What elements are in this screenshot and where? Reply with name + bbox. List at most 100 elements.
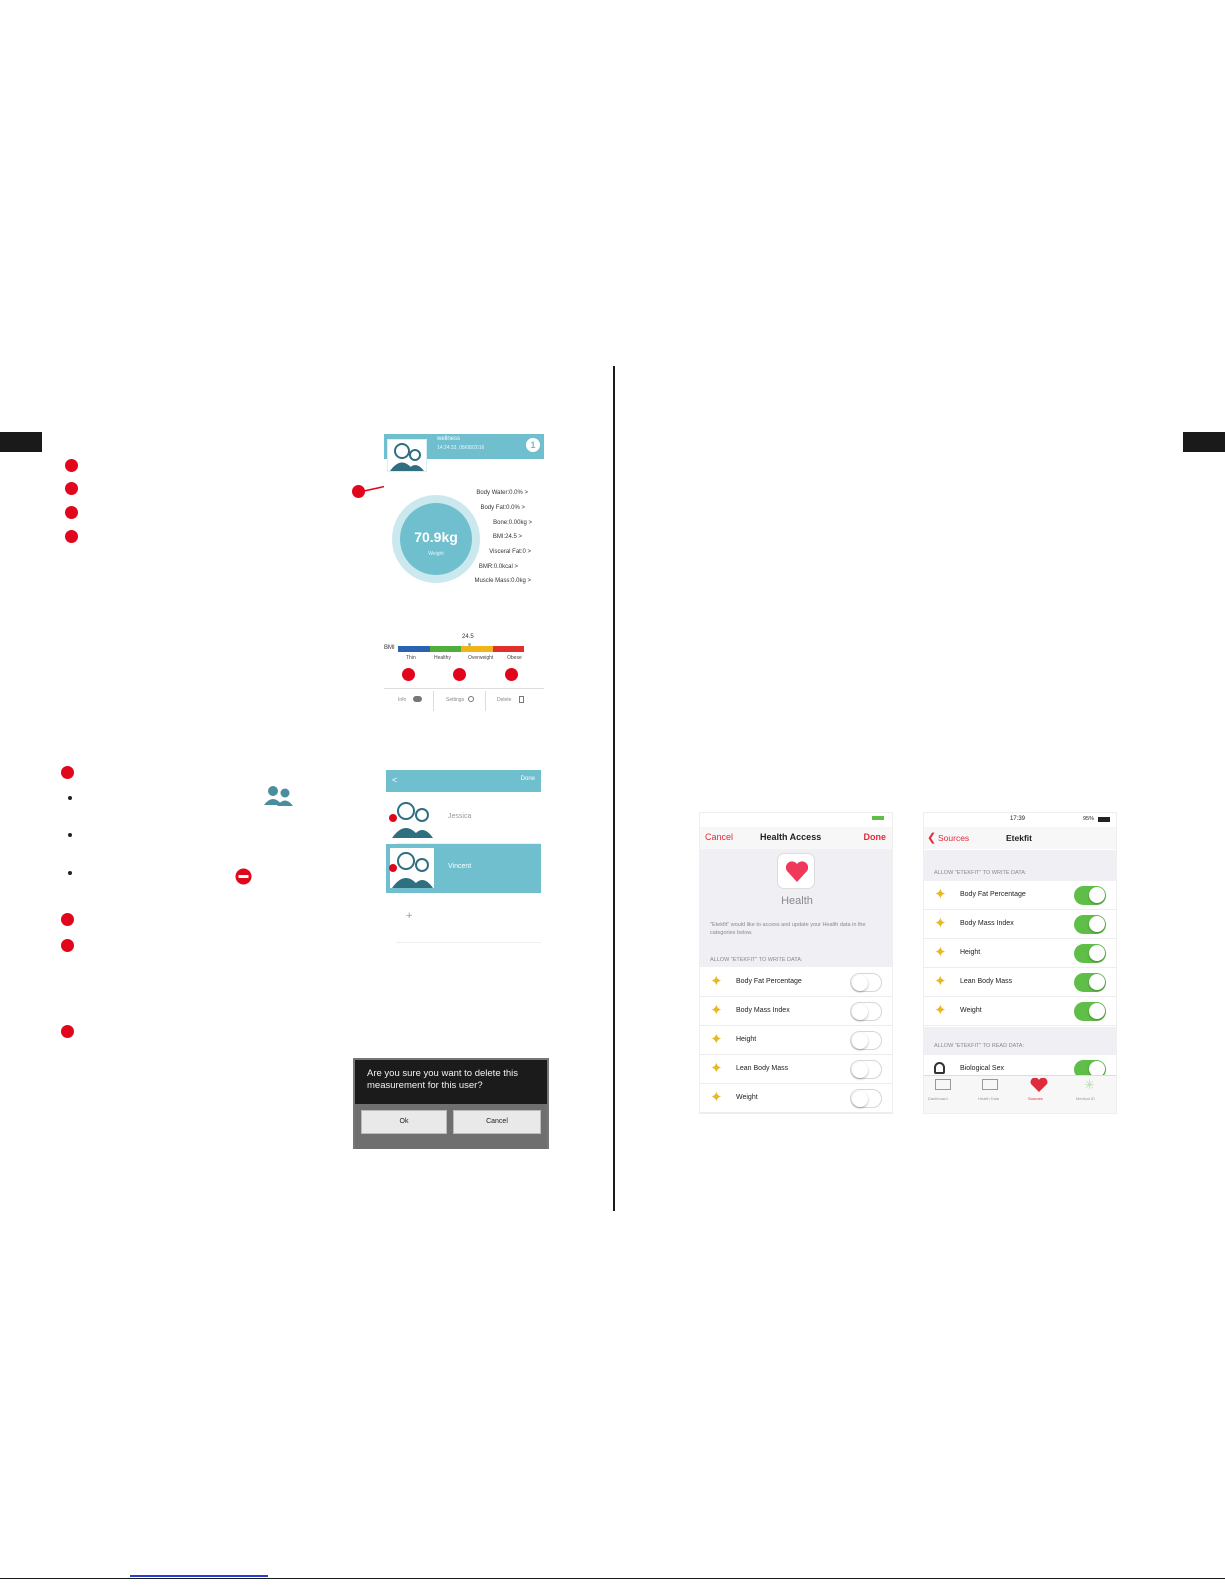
step-marker xyxy=(505,668,518,681)
user-list-screenshot: < Done Jessica Vincent + xyxy=(386,770,541,1032)
health-data-icon xyxy=(982,1079,998,1090)
measurement-date: 14:24:33, 08/08/2016 xyxy=(437,445,485,451)
back-button[interactable]: Sources xyxy=(938,833,970,843)
body-figure-icon: ✦ xyxy=(934,915,947,932)
bmi-category-label: Thin xyxy=(406,655,416,661)
add-user-button[interactable]: + xyxy=(406,910,413,922)
done-button[interactable]: Done xyxy=(520,776,535,782)
delete-user-icon[interactable] xyxy=(389,864,397,872)
metric-bone[interactable]: Bone:0.00kg > xyxy=(493,520,532,526)
tab-sources[interactable]: Sources xyxy=(1028,1096,1043,1101)
divider xyxy=(396,942,541,943)
edge-tab-right xyxy=(1183,432,1225,452)
metric-bmr[interactable]: BMR:0.0kcal > xyxy=(478,564,518,570)
permission-toggle[interactable] xyxy=(1074,915,1106,934)
bmi-scale-label: BMI xyxy=(384,645,395,651)
permission-label: Body Fat Percentage xyxy=(960,891,1026,898)
permission-row[interactable]: ✦ Lean Body Mass xyxy=(700,1055,892,1084)
tab-separator xyxy=(433,691,434,711)
step-marker xyxy=(61,1025,74,1038)
tab-dashboard[interactable]: Dashboard xyxy=(928,1096,948,1101)
health-access-navbar: Cancel Health Access Done xyxy=(700,827,892,849)
permission-row[interactable]: ✦ Weight xyxy=(924,997,1116,1026)
permission-toggle[interactable] xyxy=(1074,1002,1106,1021)
delete-user-icon[interactable] xyxy=(389,814,397,822)
permission-toggle[interactable] xyxy=(1074,973,1106,992)
permission-toggle[interactable] xyxy=(850,1002,882,1021)
permission-toggle[interactable] xyxy=(850,1060,882,1079)
permission-label: Biological Sex xyxy=(960,1065,1004,1072)
permission-toggle[interactable] xyxy=(1074,1060,1106,1079)
permission-row[interactable]: ✦ Body Fat Percentage xyxy=(700,968,892,997)
permission-toggle[interactable] xyxy=(1074,944,1106,963)
bmi-segment-healthy xyxy=(429,646,461,652)
section-header-bg xyxy=(924,850,1116,882)
weight-screen-tabbar: Info Settings Delete xyxy=(384,688,544,712)
dialog-message: Are you sure you want to delete this mea… xyxy=(367,1068,519,1091)
metric-body-water[interactable]: Body Water:0.0% > xyxy=(476,490,528,496)
tab-medical-id[interactable]: Medical ID xyxy=(1076,1096,1095,1101)
permission-toggle[interactable] xyxy=(850,973,882,992)
weight-value: 70.9kg xyxy=(414,529,458,545)
permission-toggle[interactable] xyxy=(1074,886,1106,905)
weight-screen-screenshot: wellness 14:24:33, 08/08/2016 1 70.9kg W… xyxy=(384,434,544,713)
body-figure-icon: ✦ xyxy=(710,1002,723,1019)
metric-visceral-fat[interactable]: Visceral Fat:0 > xyxy=(489,549,531,555)
permission-toggle[interactable] xyxy=(850,1089,882,1108)
permission-row[interactable]: ✦ Height xyxy=(924,939,1116,968)
metric-body-fat[interactable]: Body Fat:0.0% > xyxy=(480,505,525,511)
page-title: Health Access xyxy=(760,832,822,842)
metric-bmi[interactable]: BMI:24.5 > xyxy=(492,534,522,540)
toggle-knob xyxy=(852,1062,868,1078)
cancel-button[interactable]: Cancel xyxy=(705,832,734,842)
user-row[interactable]: Jessica xyxy=(386,794,541,843)
tab-delete[interactable]: Delete xyxy=(497,697,512,703)
permission-row[interactable]: ✦ Body Mass Index xyxy=(700,997,892,1026)
permission-row[interactable]: ✦ Weight xyxy=(700,1084,892,1113)
tab-separator xyxy=(485,691,486,711)
body-figure-icon: ✦ xyxy=(934,973,947,990)
step-marker xyxy=(402,668,415,681)
permission-label: Body Mass Index xyxy=(960,920,1014,927)
status-battery: 95% xyxy=(1082,816,1094,822)
tab-settings[interactable]: Settings xyxy=(446,697,465,703)
ok-button[interactable]: Ok xyxy=(361,1110,447,1134)
metric-muscle-mass[interactable]: Muscle Mass:0.0kg > xyxy=(474,578,531,584)
permission-toggle[interactable] xyxy=(850,1031,882,1050)
status-time: 17:39 xyxy=(1010,816,1026,822)
battery-icon xyxy=(872,816,884,820)
delete-confirm-dialog: Are you sure you want to delete this mea… xyxy=(353,1058,549,1149)
permission-row[interactable]: ✦ Body Mass Index xyxy=(924,910,1116,939)
step-marker xyxy=(65,482,78,495)
chevron-left-icon[interactable]: ❮ xyxy=(927,832,937,844)
done-button[interactable]: Done xyxy=(863,832,887,842)
users-icon xyxy=(264,786,293,806)
permission-label: Weight xyxy=(960,1007,982,1014)
section-label: ALLOW "ETEKFIT" TO WRITE DATA: xyxy=(710,957,803,963)
back-button[interactable]: < xyxy=(392,775,398,785)
permission-row[interactable]: ✦ Height xyxy=(700,1026,892,1055)
toggle-knob xyxy=(1089,887,1105,903)
toggle-knob xyxy=(852,1091,868,1107)
health-app-icon xyxy=(777,853,815,889)
user-row-selected[interactable]: Vincent xyxy=(386,844,541,893)
toggle-knob xyxy=(852,975,868,991)
toggle-knob xyxy=(852,1033,868,1049)
tab-health-data[interactable]: Health Data xyxy=(978,1096,1000,1101)
toggle-knob xyxy=(1089,1061,1105,1077)
tab-info[interactable]: Info xyxy=(398,697,407,703)
user-name: Vincent xyxy=(448,863,472,870)
user-avatar-icon[interactable] xyxy=(387,439,427,472)
user-avatar-icon xyxy=(390,798,434,838)
step-marker xyxy=(65,530,78,543)
edge-tab-left xyxy=(0,432,42,452)
step-marker xyxy=(65,506,78,519)
permission-row[interactable]: ✦ Body Fat Percentage xyxy=(924,881,1116,910)
permission-row[interactable]: ✦ Lean Body Mass xyxy=(924,968,1116,997)
cancel-button[interactable]: Cancel xyxy=(453,1110,541,1134)
user-name: Jessica xyxy=(448,813,472,820)
health-app-name: Health xyxy=(781,895,813,907)
sources-heart-icon xyxy=(1030,1078,1048,1092)
bmi-segment-obese xyxy=(492,646,524,652)
bullet xyxy=(68,796,72,800)
